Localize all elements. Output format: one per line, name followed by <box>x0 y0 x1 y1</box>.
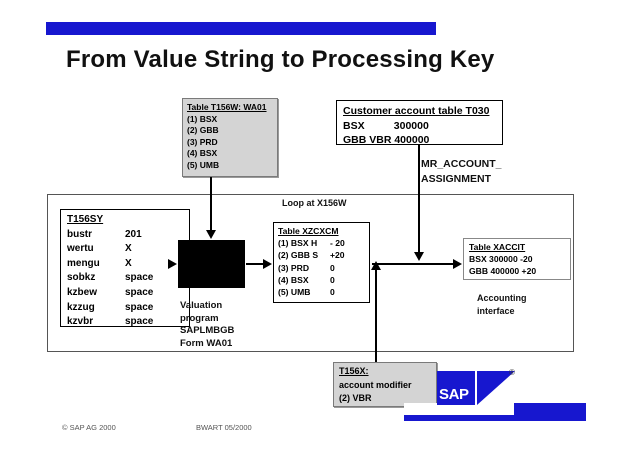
table-xaccit-row: GBB 400000 +20 <box>469 266 537 277</box>
field-name: wertu <box>67 243 94 255</box>
table-t156x-box: T156X: account modifier (2) VBR <box>333 362 437 407</box>
mr-account-assignment-line1: MR_ACCOUNT_ <box>421 158 502 170</box>
table-xzcxcm-box: Table XZCXCM (1) BSX H- 20 (2) GBB S+20 … <box>273 222 370 303</box>
table-t156sy-row: kzvbr space <box>67 315 189 330</box>
arrowhead-right-xaccit <box>453 259 462 269</box>
table-t156sy-row: sobkz space <box>67 271 189 286</box>
table-t156w-header: Table T156W: WA01 <box>187 102 267 112</box>
table-t030-row: BSX 300000 <box>343 119 429 132</box>
valuation-line1: Valuation <box>180 300 223 311</box>
accounting-interface-label: Accounting interface <box>477 292 527 317</box>
accounting-interface-line2: interface <box>477 305 515 316</box>
xzcxcm-item: (3) PRD <box>278 262 310 273</box>
registered-trademark-icon: ® <box>509 368 515 377</box>
sap-logo: SAP ® <box>437 368 515 405</box>
table-xzcxcm-row: (2) GBB S +20 <box>278 249 369 261</box>
table-t030-header: Customer account table T030 <box>343 105 490 117</box>
xzcxcm-item: (1) BSX H <box>278 238 318 249</box>
xzcxcm-item: (2) GBB S <box>278 250 319 261</box>
valuation-line4: Form WA01 <box>180 337 233 349</box>
accounting-interface-line1: Accounting <box>477 293 527 303</box>
table-t156x-line3: (2) VBR <box>339 393 372 403</box>
arrowhead-up-flow <box>371 261 381 270</box>
xzcxcm-amount: 0 <box>330 274 335 285</box>
table-xaccit-header: Table XACCIT <box>469 242 526 252</box>
connector-t156w-to-program <box>210 177 212 232</box>
table-t156w-box: Table T156W: WA01 (1) BSX (2) GBB (3) PR… <box>182 98 278 177</box>
table-t030-box: Customer account table T030 BSX 300000 G… <box>336 100 503 146</box>
table-t156w-row: (1) BSX <box>187 113 218 124</box>
valuation-line3: SAPLMBGB <box>180 325 235 337</box>
connector-t156x-to-flow <box>375 268 377 362</box>
table-xzcxcm-row: (1) BSX H - 20 <box>278 237 369 249</box>
field-name: kzbew <box>67 286 98 298</box>
loop-label: Loop at X156W <box>282 198 347 208</box>
mr-account-assignment-line2: ASSIGNMENT <box>421 173 492 185</box>
xzcxcm-amount: +20 <box>330 250 345 261</box>
field-value: space <box>125 286 154 298</box>
valuation-line2: program <box>180 312 219 324</box>
field-name: kzvbr <box>67 316 94 328</box>
arrowhead-right-program <box>168 259 177 269</box>
table-t156w-row: (3) PRD <box>187 136 218 147</box>
field-value: X <box>125 257 132 269</box>
xzcxcm-amount: 0 <box>330 262 335 273</box>
mr-account-assignment-label: MR_ACCOUNT_ ASSIGNMENT <box>421 157 502 187</box>
xzcxcm-item: (5) UMB <box>278 287 311 298</box>
table-xzcxcm-row: (4) BSX 0 <box>278 274 369 286</box>
table-t156x-line2: account modifier <box>339 379 412 390</box>
field-name: sobkz <box>67 272 96 284</box>
table-xaccit-row: BSX 300000 -20 <box>469 254 533 265</box>
table-t156sy-row: kzbew space <box>67 286 189 301</box>
connector-xzcxcm-to-xaccit <box>372 263 457 265</box>
table-t156sy-row: mengu X <box>67 257 189 272</box>
table-xzcxcm-row: (3) PRD 0 <box>278 262 369 274</box>
footer-reference: BWART 05/2000 <box>196 423 252 432</box>
field-value: 201 <box>125 228 142 240</box>
sap-logo-wordmark: SAP <box>439 386 469 403</box>
xzcxcm-item: (4) BSX <box>278 274 309 285</box>
table-xaccit-box: Table XACCIT BSX 300000 -20 GBB 400000 +… <box>463 238 571 280</box>
field-value: space <box>125 272 154 284</box>
connector-t030-to-xaccit <box>418 145 420 257</box>
arrowhead-down-xaccit <box>414 252 424 261</box>
table-t156w-row: (2) GBB <box>187 125 219 136</box>
xzcxcm-amount: 0 <box>330 287 335 298</box>
field-name: mengu <box>67 257 100 269</box>
field-name: kzzug <box>67 301 95 313</box>
valuation-program-block <box>178 240 245 288</box>
xzcxcm-amount: - 20 <box>330 238 345 249</box>
table-t156sy-row: bustr 201 <box>67 228 189 243</box>
field-value: X <box>125 243 132 255</box>
footer-copyright: © SAP AG 2000 <box>62 423 116 432</box>
sap-logo-block <box>437 371 475 405</box>
top-accent-bar <box>46 22 436 35</box>
table-t156x-header: T156X: <box>339 366 369 376</box>
table-t156w-row: (5) UMB <box>187 159 220 170</box>
sap-logo-wedge <box>477 371 515 405</box>
page-title: From Value String to Processing Key <box>66 46 495 73</box>
table-t156sy-row: wertu X <box>67 242 189 257</box>
arrowhead-down-program <box>206 230 216 239</box>
table-t156w-row: (4) BSX <box>187 148 218 159</box>
table-xzcxcm-header: Table XZCXCM <box>278 226 339 236</box>
table-t156sy-row: kzzug space <box>67 301 189 316</box>
connector-t156sy-to-program <box>191 263 209 265</box>
connector-program-to-xzcxcm <box>246 263 266 265</box>
field-value: space <box>125 316 154 328</box>
table-t030-row: GBB VBR 400000 <box>343 134 430 146</box>
bottom-accent-notch <box>404 403 514 415</box>
table-xzcxcm-row: (5) UMB 0 <box>278 286 369 298</box>
table-t156sy-header: T156SY <box>67 214 104 225</box>
field-value: space <box>125 301 154 313</box>
valuation-program-label: Valuation program SAPLMBGB Form WA01 <box>180 300 234 350</box>
field-name: bustr <box>67 228 92 240</box>
arrowhead-right-xzcxcm <box>263 259 272 269</box>
